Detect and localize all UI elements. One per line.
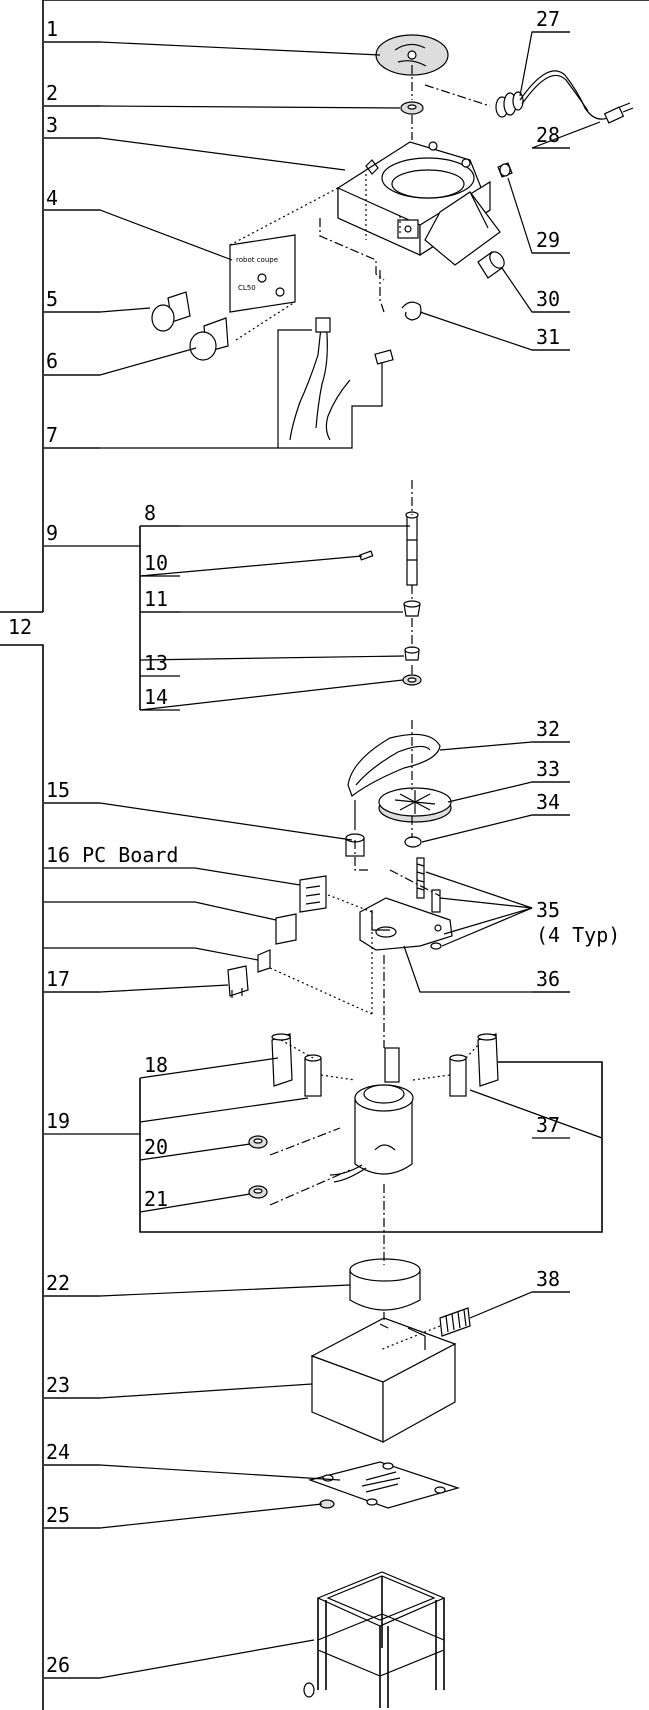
part-31-spring-clip [401,301,422,321]
callout-7: 7 [46,423,58,447]
part-brush-left [304,1054,322,1097]
part-brush-holder-right [477,1033,499,1087]
callout-26: 26 [46,1653,70,1677]
callout-25: 25 [46,1503,70,1527]
callout-31: 31 [536,325,560,349]
callout-22: 22 [46,1271,70,1295]
part-1-slicing-disc [375,34,449,76]
part-10-pin [358,550,374,561]
part-21-mount [248,1185,268,1199]
callout-36: 36 [536,967,560,991]
callout-34: 34 [536,790,560,814]
callout-23: 23 [46,1373,70,1397]
assembly-lines [229,65,491,1351]
part-34-ring [404,836,422,848]
callout-17: 17 [46,967,70,991]
part-22-motor-ring [349,1258,421,1311]
callout-16-pc-board: 16 PC Board [46,843,178,867]
part-25-foot [319,1499,335,1509]
callout-1: 1 [46,17,58,41]
callout-12: 12 [8,615,32,639]
callout-6: 6 [46,349,58,373]
part-35-spacer [431,889,441,913]
part-16-pc-board [299,875,327,913]
part-37-brush-right [449,1054,467,1097]
callout-33: 33 [536,757,560,781]
part-29-knob [497,162,513,178]
part-board-bracket [275,913,297,945]
callout-10: 10 [144,551,168,575]
callout-11: 11 [144,587,168,611]
part-3-housing [337,141,501,266]
callout-13: 13 [144,651,168,675]
part-35-bolt [416,857,425,899]
callout-3: 3 [46,113,58,137]
callout-19: 19 [46,1109,70,1133]
part-17-connector [227,965,249,998]
callout-4: 4 [46,186,58,210]
callout-labels: 1 2 3 4 5 6 7 8 9 10 11 12 13 14 15 16 P… [8,7,620,1677]
callout-18: 18 [144,1053,168,1077]
part-11-bearing [403,600,421,617]
callout-35-note: (4 Typ) [536,923,620,947]
label-baselines [44,105,570,1679]
part-30-bushing [477,251,505,279]
part-24-base-plate [307,1461,461,1509]
part-27-cord-fitting [495,91,524,118]
part-28-power-cord [519,70,634,124]
svg-text:robot coupe: robot coupe [236,256,278,264]
callout-29: 29 [536,228,560,252]
callout-14: 14 [144,685,168,709]
callout-2: 2 [46,81,58,105]
part-33-pulley [378,787,452,823]
callout-32: 32 [536,717,560,741]
part-2-washer [400,101,424,115]
part-13-bearing [404,646,420,661]
callout-21: 21 [144,1187,168,1211]
part-18-brush-holder [271,1033,293,1087]
callout-27: 27 [536,7,560,31]
part-14-washer [402,674,422,686]
callout-30: 30 [536,287,560,311]
part-8-drive-shaft [405,511,419,586]
callout-20: 20 [144,1135,168,1159]
part-bracket-clip [257,949,271,973]
part-7-wiring-harness [289,317,394,441]
part-6-switch [189,317,229,361]
part-23-base-box [310,1317,457,1444]
part-4-control-panel: robot coupe CL50 [229,234,296,313]
callout-28: 28 [536,123,560,147]
part-32-drive-belt [347,733,441,797]
part-19-motor [329,1047,414,1183]
part-36-motor-bracket [359,897,453,951]
callout-38: 38 [536,1267,560,1291]
callout-9: 9 [46,521,58,545]
part-5-switch [151,291,191,332]
callout-5: 5 [46,287,58,311]
callout-15: 15 [46,778,70,802]
part-38-vent-grille [439,1307,471,1337]
svg-text:CL50: CL50 [238,284,256,292]
callout-24: 24 [46,1440,70,1464]
label-underlines [44,31,570,149]
callout-35: 35 [536,898,560,922]
part-26-stand [303,1571,446,1708]
part-20-mount [248,1135,268,1149]
callout-37: 37 [536,1113,560,1137]
callout-8: 8 [144,501,156,525]
